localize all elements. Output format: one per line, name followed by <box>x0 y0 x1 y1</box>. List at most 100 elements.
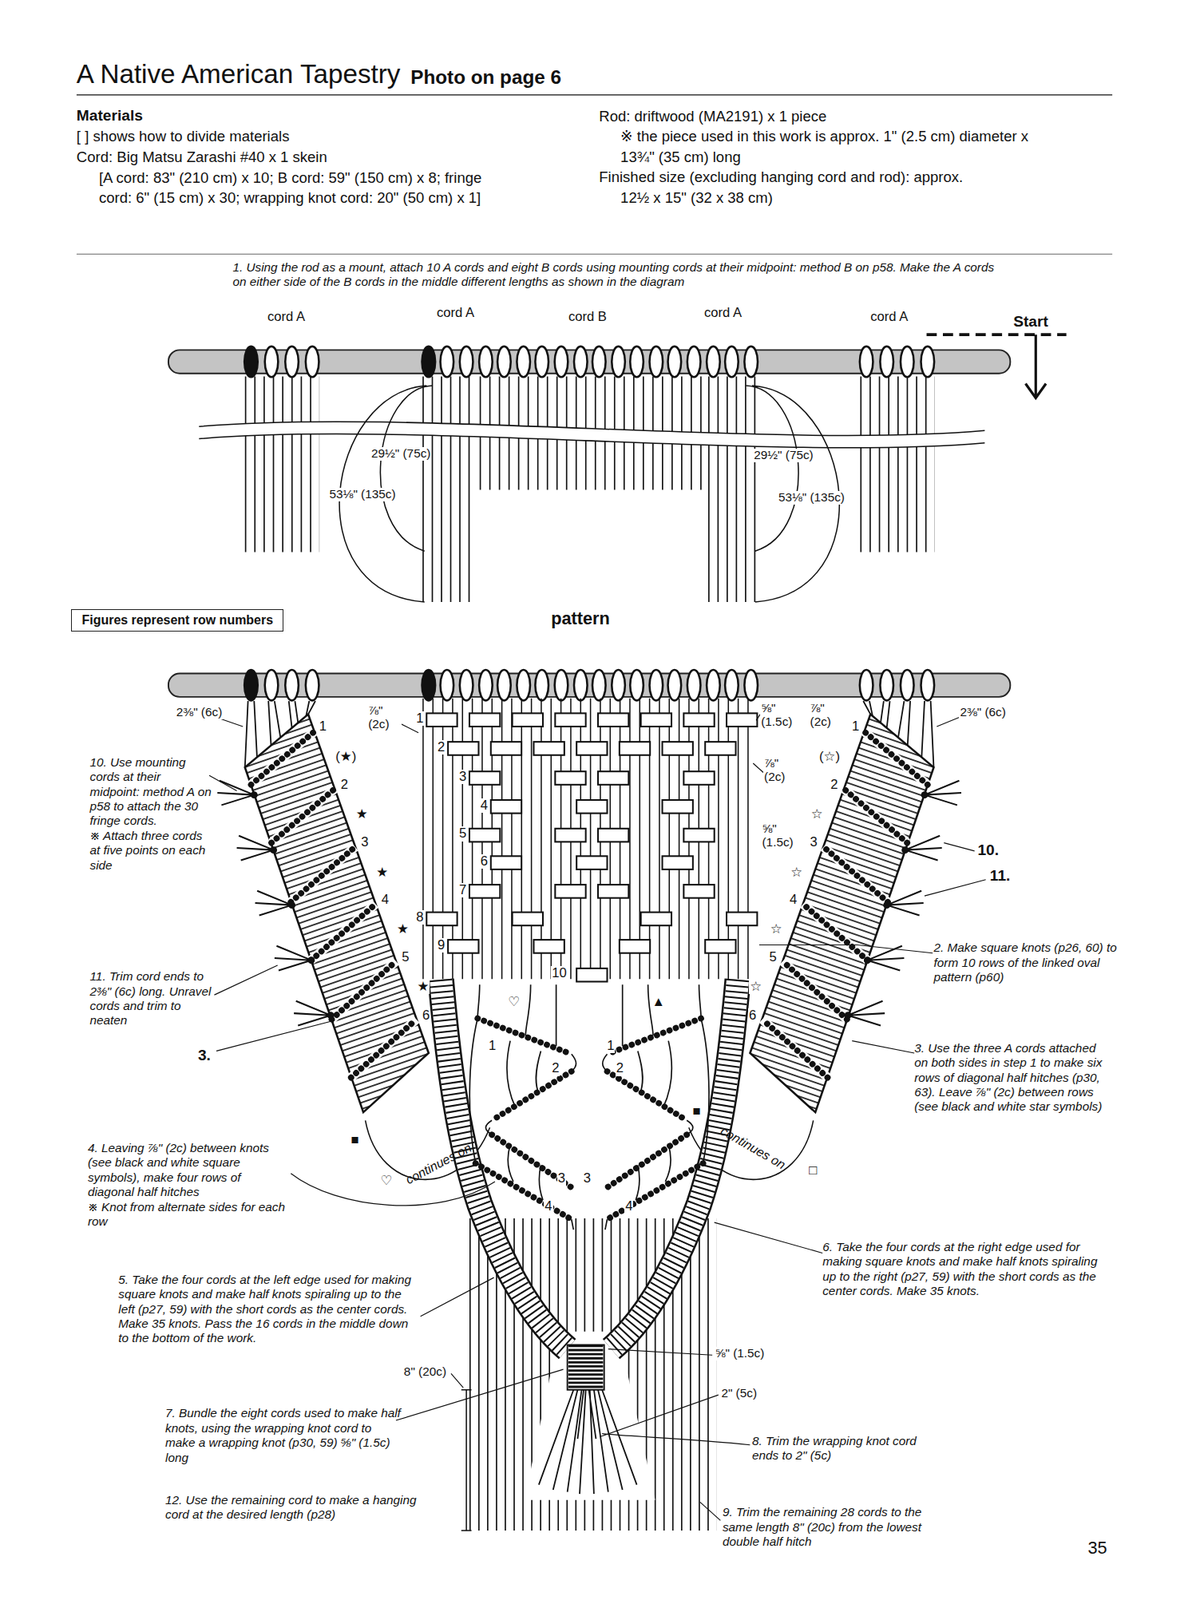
row-number: 3 <box>458 769 468 785</box>
row-number: 2 <box>829 777 839 793</box>
mounted-loops <box>244 669 935 701</box>
square-knot <box>554 771 586 785</box>
square-knot <box>491 855 522 870</box>
dimension: ⅝" (1.5c) <box>760 701 807 729</box>
square-knot <box>598 884 629 899</box>
cord-label: cord B <box>568 308 607 327</box>
step-note: ※ Knot from alternate sides for each row <box>87 1199 289 1230</box>
row-number: 9 <box>436 938 446 953</box>
row-number: 1 <box>487 1038 497 1054</box>
symbol-mark: ■ <box>349 1132 360 1148</box>
step-note: 9. Trim the remaining 28 cords to the sa… <box>722 1504 932 1549</box>
step-note: 1. Using the rod as a mount, attach 10 A… <box>232 260 1008 290</box>
step-note: 8. Trim the wrapping knot cord ends to 2… <box>752 1433 926 1464</box>
square-knot <box>447 939 479 954</box>
row-number: 5 <box>458 826 468 841</box>
row-number: 3 <box>360 835 369 850</box>
square-knot <box>491 799 522 814</box>
square-knot <box>576 741 607 756</box>
body-text: Finished size (excluding hanging cord an… <box>598 166 963 187</box>
row-number: 3 <box>582 1171 592 1186</box>
square-knot <box>469 771 500 785</box>
square-knot <box>469 828 500 843</box>
square-knot <box>726 912 757 927</box>
symbol-mark: ▲ <box>650 994 666 1010</box>
cord-label: cord A <box>870 308 908 327</box>
square-knot <box>512 712 543 727</box>
square-knot <box>554 884 586 899</box>
row-number: 2 <box>615 1061 625 1076</box>
symbol-mark: ☆ <box>810 807 824 822</box>
row-number: 1 <box>851 719 860 734</box>
square-knot <box>512 912 543 927</box>
square-knot <box>598 828 629 843</box>
page-title: A Native American Tapestry <box>76 58 401 91</box>
row-number: 2 <box>436 740 446 755</box>
square-knot <box>662 799 694 814</box>
symbol-mark: ♡ <box>506 994 521 1010</box>
hanging-cords <box>859 376 935 553</box>
row-number: 8 <box>415 910 424 925</box>
body-text: Cord: Big Matsu Zarashi #40 x 1 skein <box>76 146 328 167</box>
row-number: 7 <box>458 883 468 898</box>
wrapping-coils <box>568 1344 603 1390</box>
dimension: ⅞" (2c) <box>367 704 402 732</box>
dimension: 2⅜" (6c) <box>175 705 223 720</box>
step-note: 2. Make square knots (p26, 60) to form 1… <box>934 940 1118 985</box>
row-number: 2 <box>550 1061 560 1076</box>
square-knot <box>641 912 672 927</box>
symbol-mark: ★ <box>375 865 389 880</box>
row-number: 10 <box>550 966 567 981</box>
row-number: 3 <box>557 1171 567 1186</box>
dimension: 29½" (75c) <box>370 447 432 461</box>
dimension: 53⅛" (135c) <box>777 491 846 505</box>
square-knot <box>598 712 629 727</box>
cord-label: cord A <box>267 308 305 327</box>
step-note: 11. Trim cord ends to 2⅜" (6c) long. Unr… <box>89 969 214 1029</box>
length-bracket <box>339 385 840 602</box>
page-number: 35 <box>1088 1536 1108 1561</box>
square-knot <box>576 968 607 983</box>
square-knot <box>704 939 736 954</box>
row-number: 5 <box>768 950 777 965</box>
square-knot <box>726 712 757 727</box>
symbol-mark: ☆ <box>789 865 804 880</box>
step-number: 11. <box>990 866 1011 885</box>
row-number: 4 <box>380 892 390 907</box>
cord-label: cord A <box>436 304 475 323</box>
body-text: [A cord: 83" (210 cm) x 10; B cord: 59" … <box>99 167 499 209</box>
step-note: 12. Use the remaining cord to make a han… <box>165 1493 433 1523</box>
row-number: 6 <box>479 854 489 869</box>
leader-line <box>209 714 987 1521</box>
row-number: 5 <box>400 950 410 965</box>
subtitle: Photo on page 6 <box>410 65 562 89</box>
row-number: 2 <box>340 777 349 793</box>
square-knot <box>662 741 694 756</box>
square-knot <box>469 884 500 899</box>
symbol-mark: (★) <box>334 749 357 765</box>
box-text: Figures represent row numbers <box>81 613 274 627</box>
mounted-loops <box>244 346 935 377</box>
continue-note: continues on <box>717 1123 789 1173</box>
square-knot <box>683 884 714 899</box>
square-knot <box>598 771 629 785</box>
length-bracket <box>461 1390 472 1531</box>
body-text: ※ the piece used in this work is approx.… <box>620 126 1050 167</box>
symbol-mark: ★ <box>415 979 430 995</box>
square-knot <box>533 939 564 954</box>
square-knot <box>641 712 672 727</box>
wrapping-knot <box>567 1344 605 1390</box>
row-number: 4 <box>479 798 489 813</box>
square-knot <box>426 912 457 927</box>
body-text: [ ] shows how to divide materials <box>76 126 290 147</box>
dimension: 2" (5c) <box>720 1386 758 1401</box>
symbol-mark: □ <box>807 1163 818 1178</box>
bundled-cords <box>538 1390 638 1494</box>
title-rule <box>76 94 1113 96</box>
body-text: Rod: driftwood (MA2191) x 1 piece <box>598 106 827 127</box>
linked-oval-knots <box>426 712 757 982</box>
step-note: 4. Leaving ⅞" (2c) between knots (see bl… <box>87 1140 289 1200</box>
square-knot <box>533 741 564 756</box>
dimension: ⅞" (2c) <box>763 756 798 785</box>
